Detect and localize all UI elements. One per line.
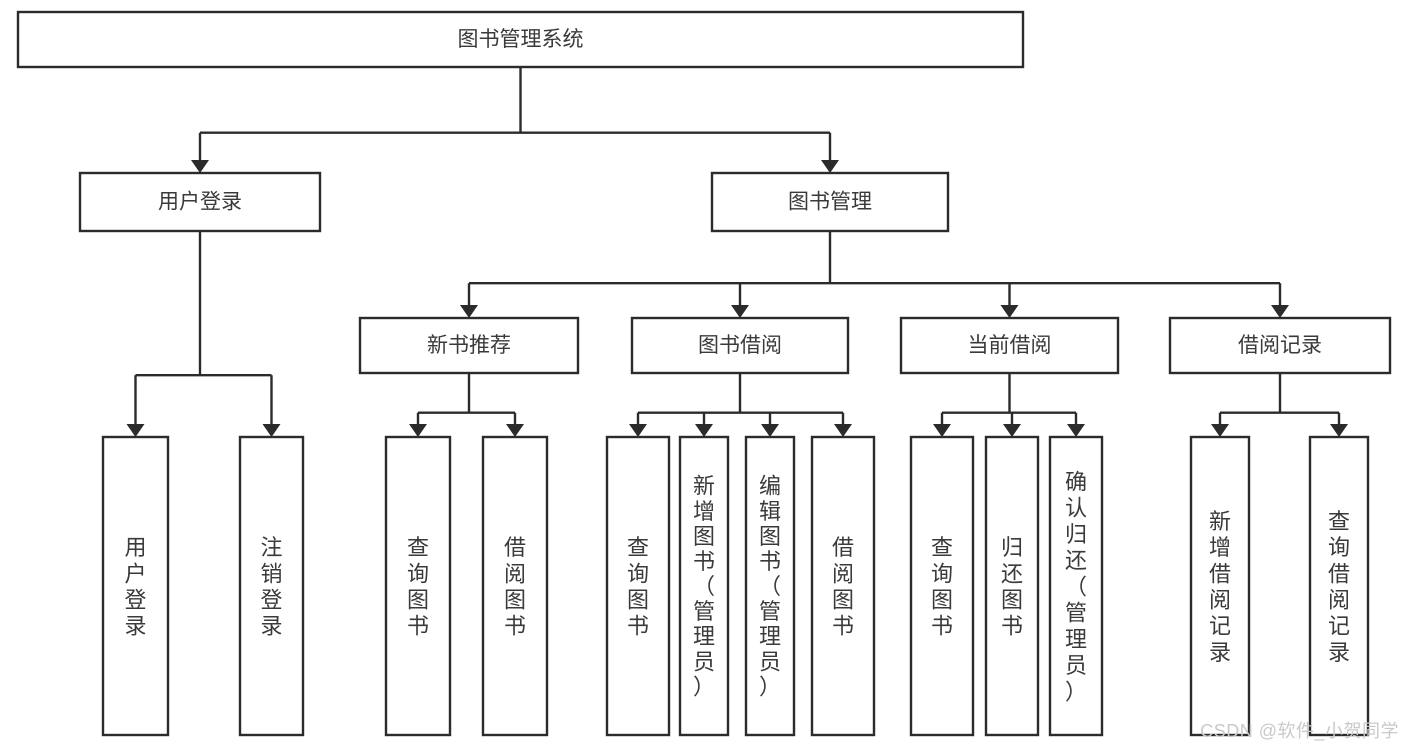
arrow-head-icon: [1211, 424, 1229, 437]
node-label-leaf-confirm-return: 确认归还（管理员）: [1065, 470, 1087, 705]
node-label-borrow-record: 借阅记录: [1238, 334, 1322, 357]
arrow-head-icon: [695, 424, 713, 437]
arrow-head-icon: [506, 424, 524, 437]
node-box-book-manage: [710, 171, 950, 233]
node-box-leaf-borrow-book: [810, 435, 876, 737]
node-label-root: 图书管理系统: [458, 28, 584, 51]
arrow-head-icon: [409, 424, 427, 437]
node-current-borrow[interactable]: 当前借阅: [899, 316, 1120, 375]
node-label-leaf-query-book-recommend: 查询图书: [407, 535, 429, 639]
node-box-leaf-user-logout: [238, 435, 305, 737]
arrow-head-icon: [834, 424, 852, 437]
node-label-leaf-user-logout: 注销登录: [260, 535, 282, 639]
arrow-head-icon: [761, 424, 779, 437]
node-box-leaf-return-book: [984, 435, 1040, 737]
arrow-head-icon: [262, 424, 281, 437]
connector-layer: [126, 67, 1348, 437]
node-leaf-query-book-recommend[interactable]: 查询图书: [384, 435, 452, 737]
node-box-root: [16, 10, 1025, 69]
arrow-head-icon: [821, 160, 839, 173]
node-label-book-manage: 图书管理: [788, 191, 872, 214]
node-leaf-return-book[interactable]: 归还图书: [984, 435, 1040, 737]
node-box-current-borrow: [899, 316, 1120, 375]
node-label-leaf-query-borrow-record: 查询借阅记录: [1328, 509, 1350, 665]
node-box-leaf-query-book-recommend: [384, 435, 452, 737]
node-leaf-borrow-book-recommend[interactable]: 借阅图书: [481, 435, 549, 737]
node-borrow-record[interactable]: 借阅记录: [1168, 316, 1392, 375]
arrow-head-icon: [629, 424, 647, 437]
node-leaf-user-logout[interactable]: 注销登录: [238, 435, 305, 737]
node-box-leaf-edit-book: [744, 435, 796, 737]
arrow-head-icon: [1000, 305, 1019, 318]
node-book-manage[interactable]: 图书管理: [710, 171, 950, 233]
node-leaf-add-borrow-record[interactable]: 新增借阅记录: [1189, 435, 1251, 737]
arrow-head-icon: [933, 424, 951, 437]
node-label-leaf-return-book: 归还图书: [1001, 535, 1023, 639]
node-leaf-query-book-current[interactable]: 查询图书: [909, 435, 975, 737]
node-leaf-confirm-return[interactable]: 确认归还（管理员）: [1048, 435, 1104, 737]
node-box-borrow-record: [1168, 316, 1392, 375]
node-box-leaf-add-borrow-record: [1189, 435, 1251, 737]
node-box-leaf-query-borrow-record: [1308, 435, 1370, 737]
arrow-head-icon: [460, 305, 478, 318]
node-root[interactable]: 图书管理系统: [16, 10, 1025, 69]
node-book-borrow[interactable]: 图书借阅: [630, 316, 850, 375]
node-label-leaf-add-borrow-record: 新增借阅记录: [1209, 509, 1231, 665]
node-leaf-edit-book[interactable]: 编辑图书（管理员）: [744, 435, 796, 737]
node-box-book-borrow: [630, 316, 850, 375]
node-box-leaf-query-book-current: [909, 435, 975, 737]
node-box-new-book-recommend: [358, 316, 580, 375]
node-box-leaf-query-book-borrow: [605, 435, 671, 737]
node-label-leaf-borrow-book-recommend: 借阅图书: [504, 535, 526, 639]
node-label-leaf-query-book-current: 查询图书: [931, 535, 953, 639]
arrow-head-icon: [191, 160, 209, 173]
node-label-leaf-user-login: 用户登录: [124, 535, 146, 639]
arrow-head-icon: [1003, 424, 1021, 437]
node-leaf-borrow-book[interactable]: 借阅图书: [810, 435, 876, 737]
arrow-head-icon: [1271, 305, 1289, 318]
node-box-leaf-borrow-book-recommend: [481, 435, 549, 737]
node-box-leaf-add-book: [678, 435, 730, 737]
node-label-book-borrow: 图书借阅: [698, 334, 782, 357]
node-layer: 图书管理系统用户登录图书管理新书推荐图书借阅当前借阅借阅记录用户登录注销登录查询…: [16, 10, 1392, 737]
node-label-user-login: 用户登录: [158, 191, 242, 214]
arrow-head-icon: [1067, 424, 1085, 437]
node-label-leaf-add-book: 新增图书（管理员）: [693, 474, 715, 700]
arrow-head-icon: [731, 305, 749, 318]
node-label-new-book-recommend: 新书推荐: [427, 334, 511, 357]
node-leaf-user-login[interactable]: 用户登录: [101, 435, 170, 737]
node-label-leaf-query-book-borrow: 查询图书: [627, 535, 649, 639]
node-leaf-add-book[interactable]: 新增图书（管理员）: [678, 435, 730, 737]
node-label-leaf-edit-book: 编辑图书（管理员）: [759, 474, 781, 700]
node-leaf-query-book-borrow[interactable]: 查询图书: [605, 435, 671, 737]
node-box-leaf-user-login: [101, 435, 170, 737]
node-leaf-query-borrow-record[interactable]: 查询借阅记录: [1308, 435, 1370, 737]
node-label-leaf-borrow-book: 借阅图书: [832, 535, 854, 639]
node-new-book-recommend[interactable]: 新书推荐: [358, 316, 580, 375]
node-label-current-borrow: 当前借阅: [968, 334, 1052, 357]
node-user-login[interactable]: 用户登录: [78, 171, 322, 233]
node-box-user-login: [78, 171, 322, 233]
arrow-head-icon: [126, 424, 145, 437]
node-box-leaf-confirm-return: [1048, 435, 1104, 737]
arrow-head-icon: [1330, 424, 1348, 437]
